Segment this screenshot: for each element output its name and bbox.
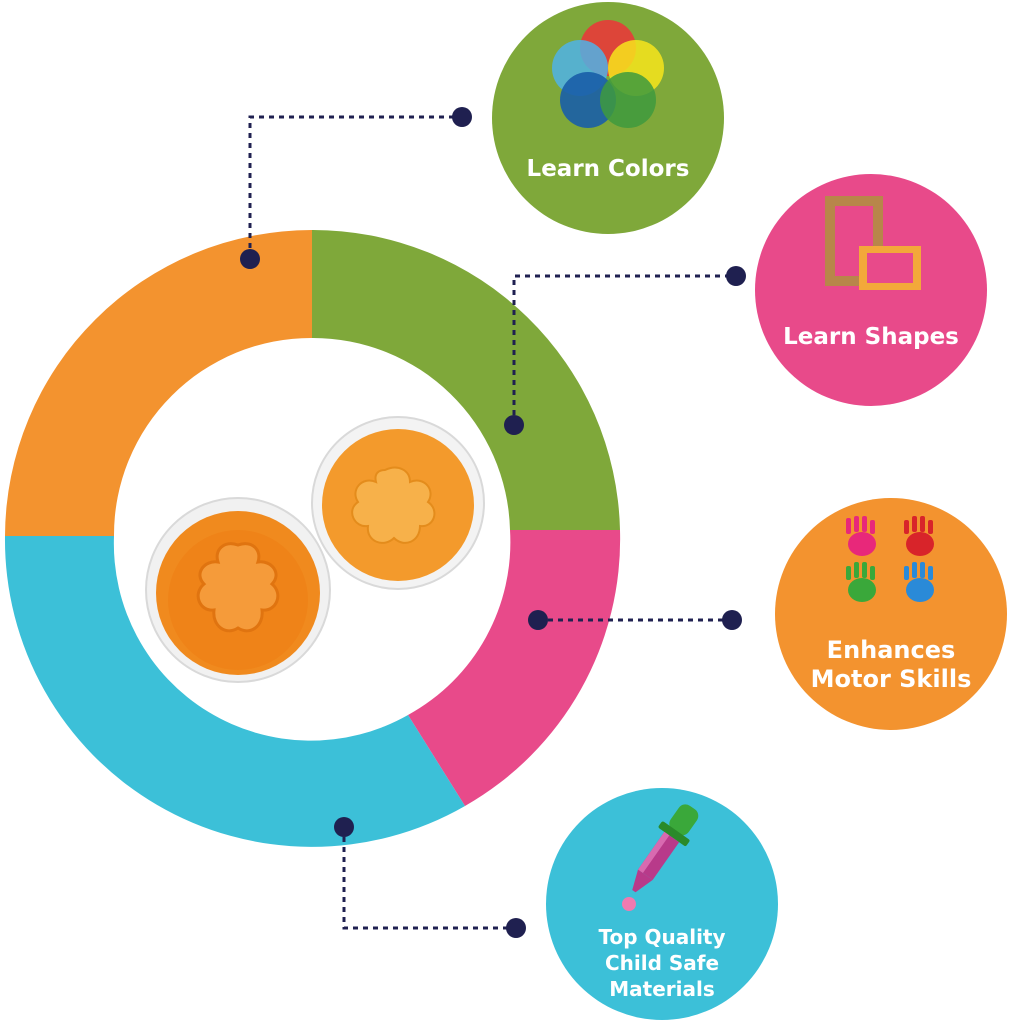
dough-tub-left xyxy=(145,497,331,683)
badge-child-safe: Top Quality Child Safe Materials xyxy=(546,788,778,1020)
ring-segment-pink xyxy=(408,530,621,806)
dropper-icon xyxy=(622,804,699,911)
dough-tub-right xyxy=(311,416,485,590)
connector-dot xyxy=(452,107,472,127)
connector-dot xyxy=(506,918,526,938)
connector-dot xyxy=(504,415,524,435)
handprints-icon xyxy=(846,516,934,602)
badge-label: Learn Shapes xyxy=(783,324,959,351)
badge-learn-colors: Learn Colors xyxy=(492,2,724,234)
badge-label: Top Quality Child Safe Materials xyxy=(598,925,726,1001)
ring-segment-orange xyxy=(5,229,312,536)
connector-dot xyxy=(240,249,260,269)
connector-dot xyxy=(726,266,746,286)
connector-safe xyxy=(342,827,516,930)
connector-lines xyxy=(248,115,736,930)
connector-dot xyxy=(334,817,354,837)
ring-segment-cyan xyxy=(4,536,465,847)
connector-dots xyxy=(240,107,746,938)
connector-dot xyxy=(722,610,742,630)
ring-segment-green xyxy=(312,229,620,530)
badge-label: Enhances Motor Skills xyxy=(810,636,972,694)
picture-frames-icon xyxy=(825,196,921,290)
connector-colors xyxy=(248,115,462,258)
color-circles-icon xyxy=(552,20,664,128)
badge-learn-shapes: Learn Shapes xyxy=(755,174,987,406)
badge-label: Learn Colors xyxy=(526,156,690,183)
badge-motor-skills: Enhances Motor Skills xyxy=(775,498,1007,730)
connector-dot xyxy=(528,610,548,630)
